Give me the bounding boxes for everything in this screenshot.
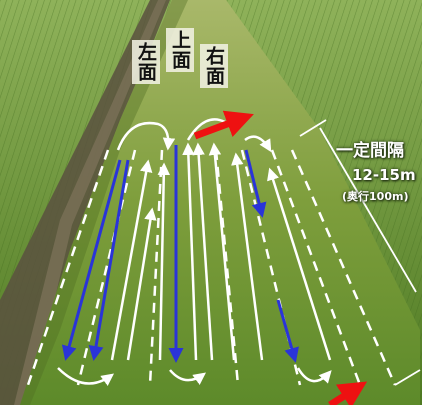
up-arrow: [267, 167, 332, 361]
spacing-range: 12-15m: [352, 166, 416, 184]
levee-shadow: [20, 0, 188, 405]
bottom-turn: [169, 369, 207, 385]
up-passes: [110, 142, 332, 361]
up-arrow: [182, 142, 198, 361]
spacing-line: [319, 127, 417, 293]
spacing-title: 一定間隔: [336, 141, 404, 161]
lane-boundaries: [26, 149, 397, 386]
right-face-label: 右面: [200, 44, 228, 88]
lane-line: [26, 149, 110, 386]
spacing-indicator: [299, 119, 421, 386]
lane-line: [290, 149, 397, 386]
spacing-note: (奥行100m): [342, 190, 409, 203]
top-turn: [244, 135, 272, 153]
lane-line: [148, 149, 164, 386]
left-face-label: 左面: [132, 40, 160, 84]
top-turn: [116, 121, 176, 151]
lane-line: [240, 149, 302, 386]
lane-line: [270, 149, 362, 386]
up-arrow: [157, 162, 171, 361]
down-arrow: [276, 299, 299, 363]
turn-curves: [57, 118, 332, 386]
direction-arrow-top: [193, 110, 254, 140]
up-arrow: [126, 207, 157, 361]
up-arrow: [231, 152, 264, 361]
top-turn: [186, 118, 226, 141]
up-arrow: [208, 142, 236, 361]
up-arrow: [110, 159, 153, 361]
down-passes: [61, 145, 299, 363]
down-arrow: [244, 149, 267, 218]
top-face-label: 上面: [166, 28, 194, 72]
spacing-tick-top: [299, 119, 327, 137]
dirt-path-center: [14, 0, 166, 405]
down-arrow: [88, 159, 130, 361]
direction-arrows: [193, 110, 368, 405]
bottom-turn: [296, 367, 332, 384]
spacing-tick-bottom: [394, 369, 421, 386]
lane-line: [214, 149, 240, 386]
bottom-turn: [57, 367, 115, 386]
direction-arrow-bottom: [328, 381, 368, 405]
lane-line: [76, 149, 137, 386]
up-arrow: [192, 142, 214, 361]
down-arrow: [61, 159, 122, 361]
